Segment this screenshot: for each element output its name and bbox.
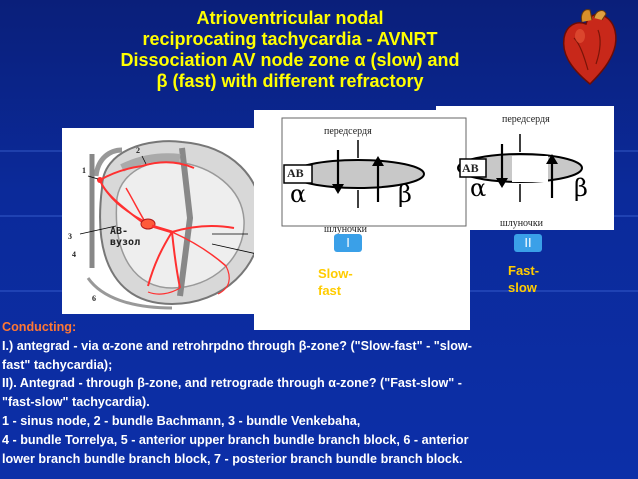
diagram-ii-type-line-1: Fast- [508, 263, 540, 278]
conducting-heading: Conducting: [2, 320, 77, 334]
explanation-line-3: II). Antegrad - through β-zone, and retr… [2, 376, 462, 391]
av-node-label: AB- вузол [110, 226, 140, 248]
explanation-line-6: 4 - bundle Torrelya, 5 - anterior upper … [2, 432, 469, 447]
anatomy-number-3: 3 [68, 232, 72, 241]
av-node-label-line-1: AB- [110, 226, 129, 237]
schematic-panel-i [254, 110, 470, 330]
explanation-line-1: I.) antegrad - via α-zone and retrohrpdn… [2, 338, 472, 353]
diagram-i-type: Slow- fast [318, 265, 353, 299]
title-line-2: reciprocating tachycardia - AVNRT [142, 29, 438, 49]
diagram-ii-bottom-label: шлуночки [500, 218, 544, 229]
explanation-line-7: lower branch bundle branch block, 7 - po… [2, 451, 463, 466]
diagram-ii-alpha: α [470, 174, 487, 202]
anatomy-number-6: 6 [92, 294, 96, 303]
diagram-ii [457, 134, 583, 202]
diagram-ii-top-label: передсердя [502, 114, 550, 125]
slide-title: Atrioventricular nodal reciprocating tac… [70, 8, 510, 92]
explanation-line-2: fast" tachycardia); [2, 357, 113, 372]
diagram-i-beta: β [398, 180, 412, 208]
diagram-ii-beta: β [574, 174, 588, 202]
diagram-i-type-line-2: fast [318, 283, 342, 298]
diagram-ii-type-line-2: slow [508, 280, 537, 295]
title-line-3: Dissociation AV node zone α (slow) and [120, 50, 460, 70]
diagram-ii-type: Fast- slow [508, 262, 539, 296]
diagram-i-top-label: передсердя [324, 126, 372, 137]
heart-icon [562, 9, 617, 86]
anatomy-number-4: 4 [72, 250, 76, 259]
title-line-1: Atrioventricular nodal [196, 8, 384, 28]
anatomy-number-2: 2 [136, 146, 140, 155]
explanation-line-5: 1 - sinus node, 2 - bundle Bachmann, 3 -… [2, 413, 361, 428]
diagram-ii-badge: II [514, 234, 542, 252]
diagram-i-alpha: α [290, 180, 307, 208]
heart-conduction-diagram [79, 140, 267, 310]
diagram-i-badge: I [334, 234, 362, 252]
diagram-i-bottom-label: шлуночки [324, 224, 368, 235]
diagram-i [281, 117, 467, 227]
title-line-4: β (fast) with different refractory [156, 71, 424, 91]
explanation-text: Conducting: I.) antegrad - via α-zone an… [2, 318, 636, 468]
anatomy-number-1: 1 [82, 166, 86, 175]
diagram-i-av-label: AB [287, 166, 304, 180]
explanation-line-4: "fast-slow" tachycardia). [2, 395, 150, 410]
av-node-label-line-2: вузол [110, 237, 141, 248]
diagram-ii-av-label: AB [462, 161, 479, 175]
diagram-i-type-line-1: Slow- [318, 266, 353, 281]
